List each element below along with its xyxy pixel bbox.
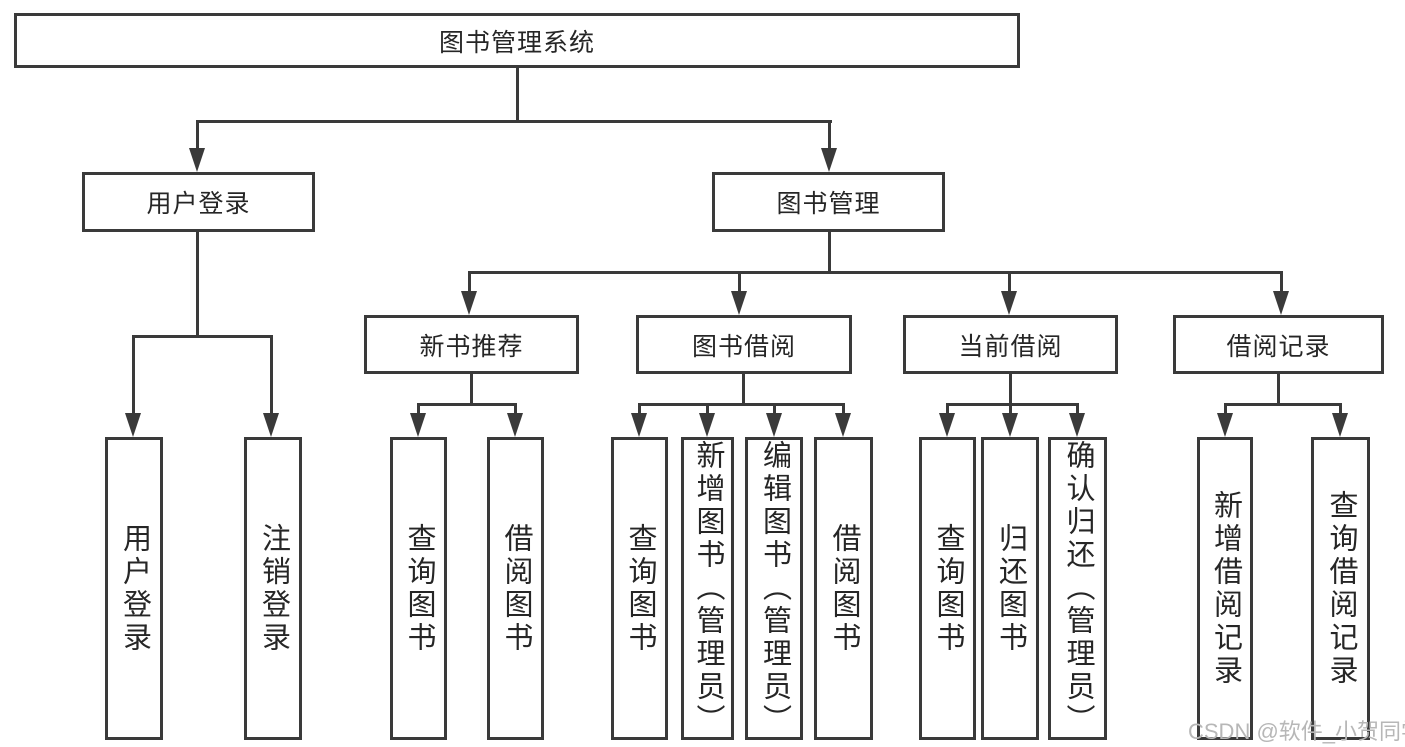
connector-current-drop-3 xyxy=(1076,403,1079,415)
connector-userlogin-drop-1 xyxy=(132,335,135,415)
connector-current-hline xyxy=(946,403,1078,406)
leaf-query-books-recommend: 查询图书 xyxy=(390,437,447,740)
connector-root-drop-right xyxy=(828,120,831,150)
connector-userlogin-stem xyxy=(196,232,199,338)
node-new-book-recommend-label: 新书推荐 xyxy=(419,332,524,361)
connector-records-drop-1 xyxy=(1224,403,1227,415)
leaf-add-borrow-record-label: 新增借阅记录 xyxy=(1209,489,1242,688)
connector-root-stem xyxy=(516,68,519,121)
node-root-label: 图书管理系统 xyxy=(438,28,595,57)
arrow-down-icon xyxy=(1002,413,1018,437)
connector-bookmgmt-drop-4 xyxy=(1280,271,1283,293)
leaf-add-books-admin-label: 新增图书（管理员） xyxy=(692,440,724,737)
leaf-query-borrow-record-label: 查询借阅记录 xyxy=(1325,489,1357,688)
arrow-down-icon xyxy=(1217,413,1233,437)
arrow-down-icon xyxy=(821,148,837,172)
connector-current-drop-1 xyxy=(946,403,949,415)
arrow-down-icon xyxy=(699,413,715,437)
arrow-down-icon xyxy=(766,413,782,437)
connector-userlogin-drop-2 xyxy=(270,335,273,415)
connector-newrec-hline xyxy=(417,403,517,406)
connector-current-stem xyxy=(1009,374,1012,406)
connector-records-hline xyxy=(1224,403,1341,406)
connector-newrec-drop-1 xyxy=(417,403,420,415)
arrow-down-icon xyxy=(1273,291,1289,315)
arrow-down-icon xyxy=(507,413,523,437)
leaf-confirm-return-admin-label: 确认归还（管理员） xyxy=(1062,440,1094,737)
arrow-down-icon xyxy=(189,148,205,172)
connector-records-drop-2 xyxy=(1339,403,1342,415)
node-current-borrowing: 当前借阅 xyxy=(903,315,1118,374)
arrow-down-icon xyxy=(731,291,747,315)
leaf-borrow-books-label: 借阅图书 xyxy=(828,522,860,655)
leaf-logout-label: 注销登录 xyxy=(257,522,290,655)
arrow-down-icon xyxy=(410,413,426,437)
connector-bookmgmt-drop-2 xyxy=(738,271,741,293)
connector-newrec-drop-2 xyxy=(514,403,517,415)
connector-borrow-drop-3 xyxy=(773,403,776,415)
arrow-down-icon xyxy=(939,413,955,437)
leaf-edit-books-admin-label: 编辑图书（管理员） xyxy=(758,440,791,737)
leaf-logout: 注销登录 xyxy=(244,437,302,740)
connector-current-drop-2 xyxy=(1009,403,1012,415)
arrow-down-icon xyxy=(1332,413,1348,437)
leaf-query-books-current-label: 查询图书 xyxy=(932,522,964,655)
leaf-query-books-recommend-label: 查询图书 xyxy=(403,522,435,655)
node-borrow-records-label: 借阅记录 xyxy=(1226,332,1331,361)
arrow-down-icon xyxy=(461,291,477,315)
node-current-borrowing-label: 当前借阅 xyxy=(958,332,1063,361)
leaf-borrow-books-recommend-label: 借阅图书 xyxy=(500,522,532,655)
arrow-down-icon xyxy=(631,413,647,437)
arrow-down-icon xyxy=(1069,413,1085,437)
leaf-query-books-borrowing: 查询图书 xyxy=(611,437,668,740)
node-book-management-label: 图书管理 xyxy=(776,190,881,218)
leaf-return-books-label: 归还图书 xyxy=(994,522,1027,655)
arrow-down-icon xyxy=(835,413,851,437)
arrow-down-icon xyxy=(263,413,279,437)
connector-root-hline xyxy=(196,120,832,123)
leaf-query-books-current: 查询图书 xyxy=(919,437,976,740)
connector-root-drop-left xyxy=(196,120,199,150)
node-new-book-recommend: 新书推荐 xyxy=(364,315,579,374)
arrow-down-icon xyxy=(125,413,141,437)
node-root: 图书管理系统 xyxy=(14,13,1020,68)
leaf-add-books-admin: 新增图书（管理员） xyxy=(681,437,734,740)
leaf-add-borrow-record: 新增借阅记录 xyxy=(1197,437,1253,740)
leaf-borrow-books: 借阅图书 xyxy=(814,437,873,740)
leaf-query-borrow-record: 查询借阅记录 xyxy=(1311,437,1370,740)
connector-records-stem xyxy=(1277,374,1280,406)
connector-bookmgmt-hline xyxy=(468,271,1282,274)
node-user-login: 用户登录 xyxy=(82,172,315,232)
connector-newrec-stem xyxy=(470,374,473,406)
leaf-query-books-borrowing-label: 查询图书 xyxy=(624,522,656,655)
connector-borrow-hline xyxy=(638,403,845,406)
node-book-management: 图书管理 xyxy=(712,172,945,232)
node-user-login-label: 用户登录 xyxy=(146,190,251,218)
leaf-user-login: 用户登录 xyxy=(105,437,163,740)
node-book-borrowing: 图书借阅 xyxy=(636,315,852,374)
connector-borrow-drop-2 xyxy=(706,403,709,415)
csdn-watermark: CSDN @软件_小贺同学 xyxy=(1188,719,1405,744)
leaf-user-login-label: 用户登录 xyxy=(118,522,151,655)
connector-borrow-drop-1 xyxy=(638,403,641,415)
leaf-borrow-books-recommend: 借阅图书 xyxy=(487,437,544,740)
node-borrow-records: 借阅记录 xyxy=(1173,315,1384,374)
connector-borrow-drop-4 xyxy=(842,403,845,415)
connector-userlogin-hline xyxy=(132,335,273,338)
leaf-return-books: 归还图书 xyxy=(981,437,1039,740)
connector-bookmgmt-drop-1 xyxy=(468,271,471,293)
connector-borrow-stem xyxy=(742,374,745,406)
node-book-borrowing-label: 图书借阅 xyxy=(691,332,796,361)
connector-bookmgmt-drop-3 xyxy=(1008,271,1011,293)
leaf-confirm-return-admin: 确认归还（管理员） xyxy=(1048,437,1107,740)
connector-bookmgmt-stem xyxy=(828,232,831,274)
arrow-down-icon xyxy=(1001,291,1017,315)
leaf-edit-books-admin: 编辑图书（管理员） xyxy=(745,437,803,740)
